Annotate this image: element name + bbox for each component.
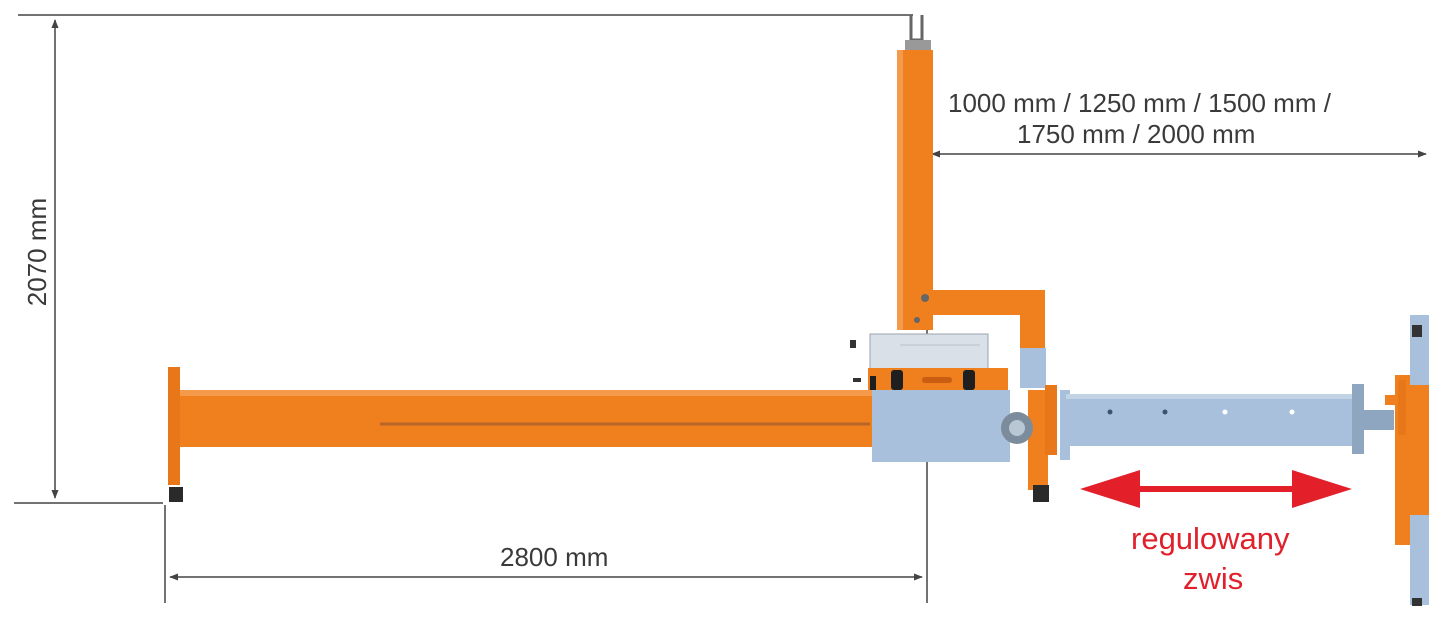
motor-housing	[850, 333, 1010, 462]
reach-label-line1: 1000 mm / 1250 mm / 1500 mm /	[948, 88, 1331, 118]
base-beam	[168, 367, 875, 502]
right-foot	[1033, 485, 1049, 502]
length-label: 2800 mm	[500, 542, 609, 572]
left-foot	[169, 487, 183, 502]
gear-column	[1001, 348, 1057, 502]
adjustable-arrow	[1080, 470, 1352, 508]
adjustable-label-line2: zwis	[1183, 561, 1244, 596]
end-assembly	[1395, 315, 1429, 606]
height-label: 2070 mm	[22, 197, 52, 307]
adjustable-label-line1: regulowany	[1131, 521, 1290, 556]
reach-label-line2: 1750 mm / 2000 mm	[1017, 119, 1256, 149]
telescopic-arm	[1060, 384, 1395, 460]
vertical-mast	[897, 15, 1045, 380]
